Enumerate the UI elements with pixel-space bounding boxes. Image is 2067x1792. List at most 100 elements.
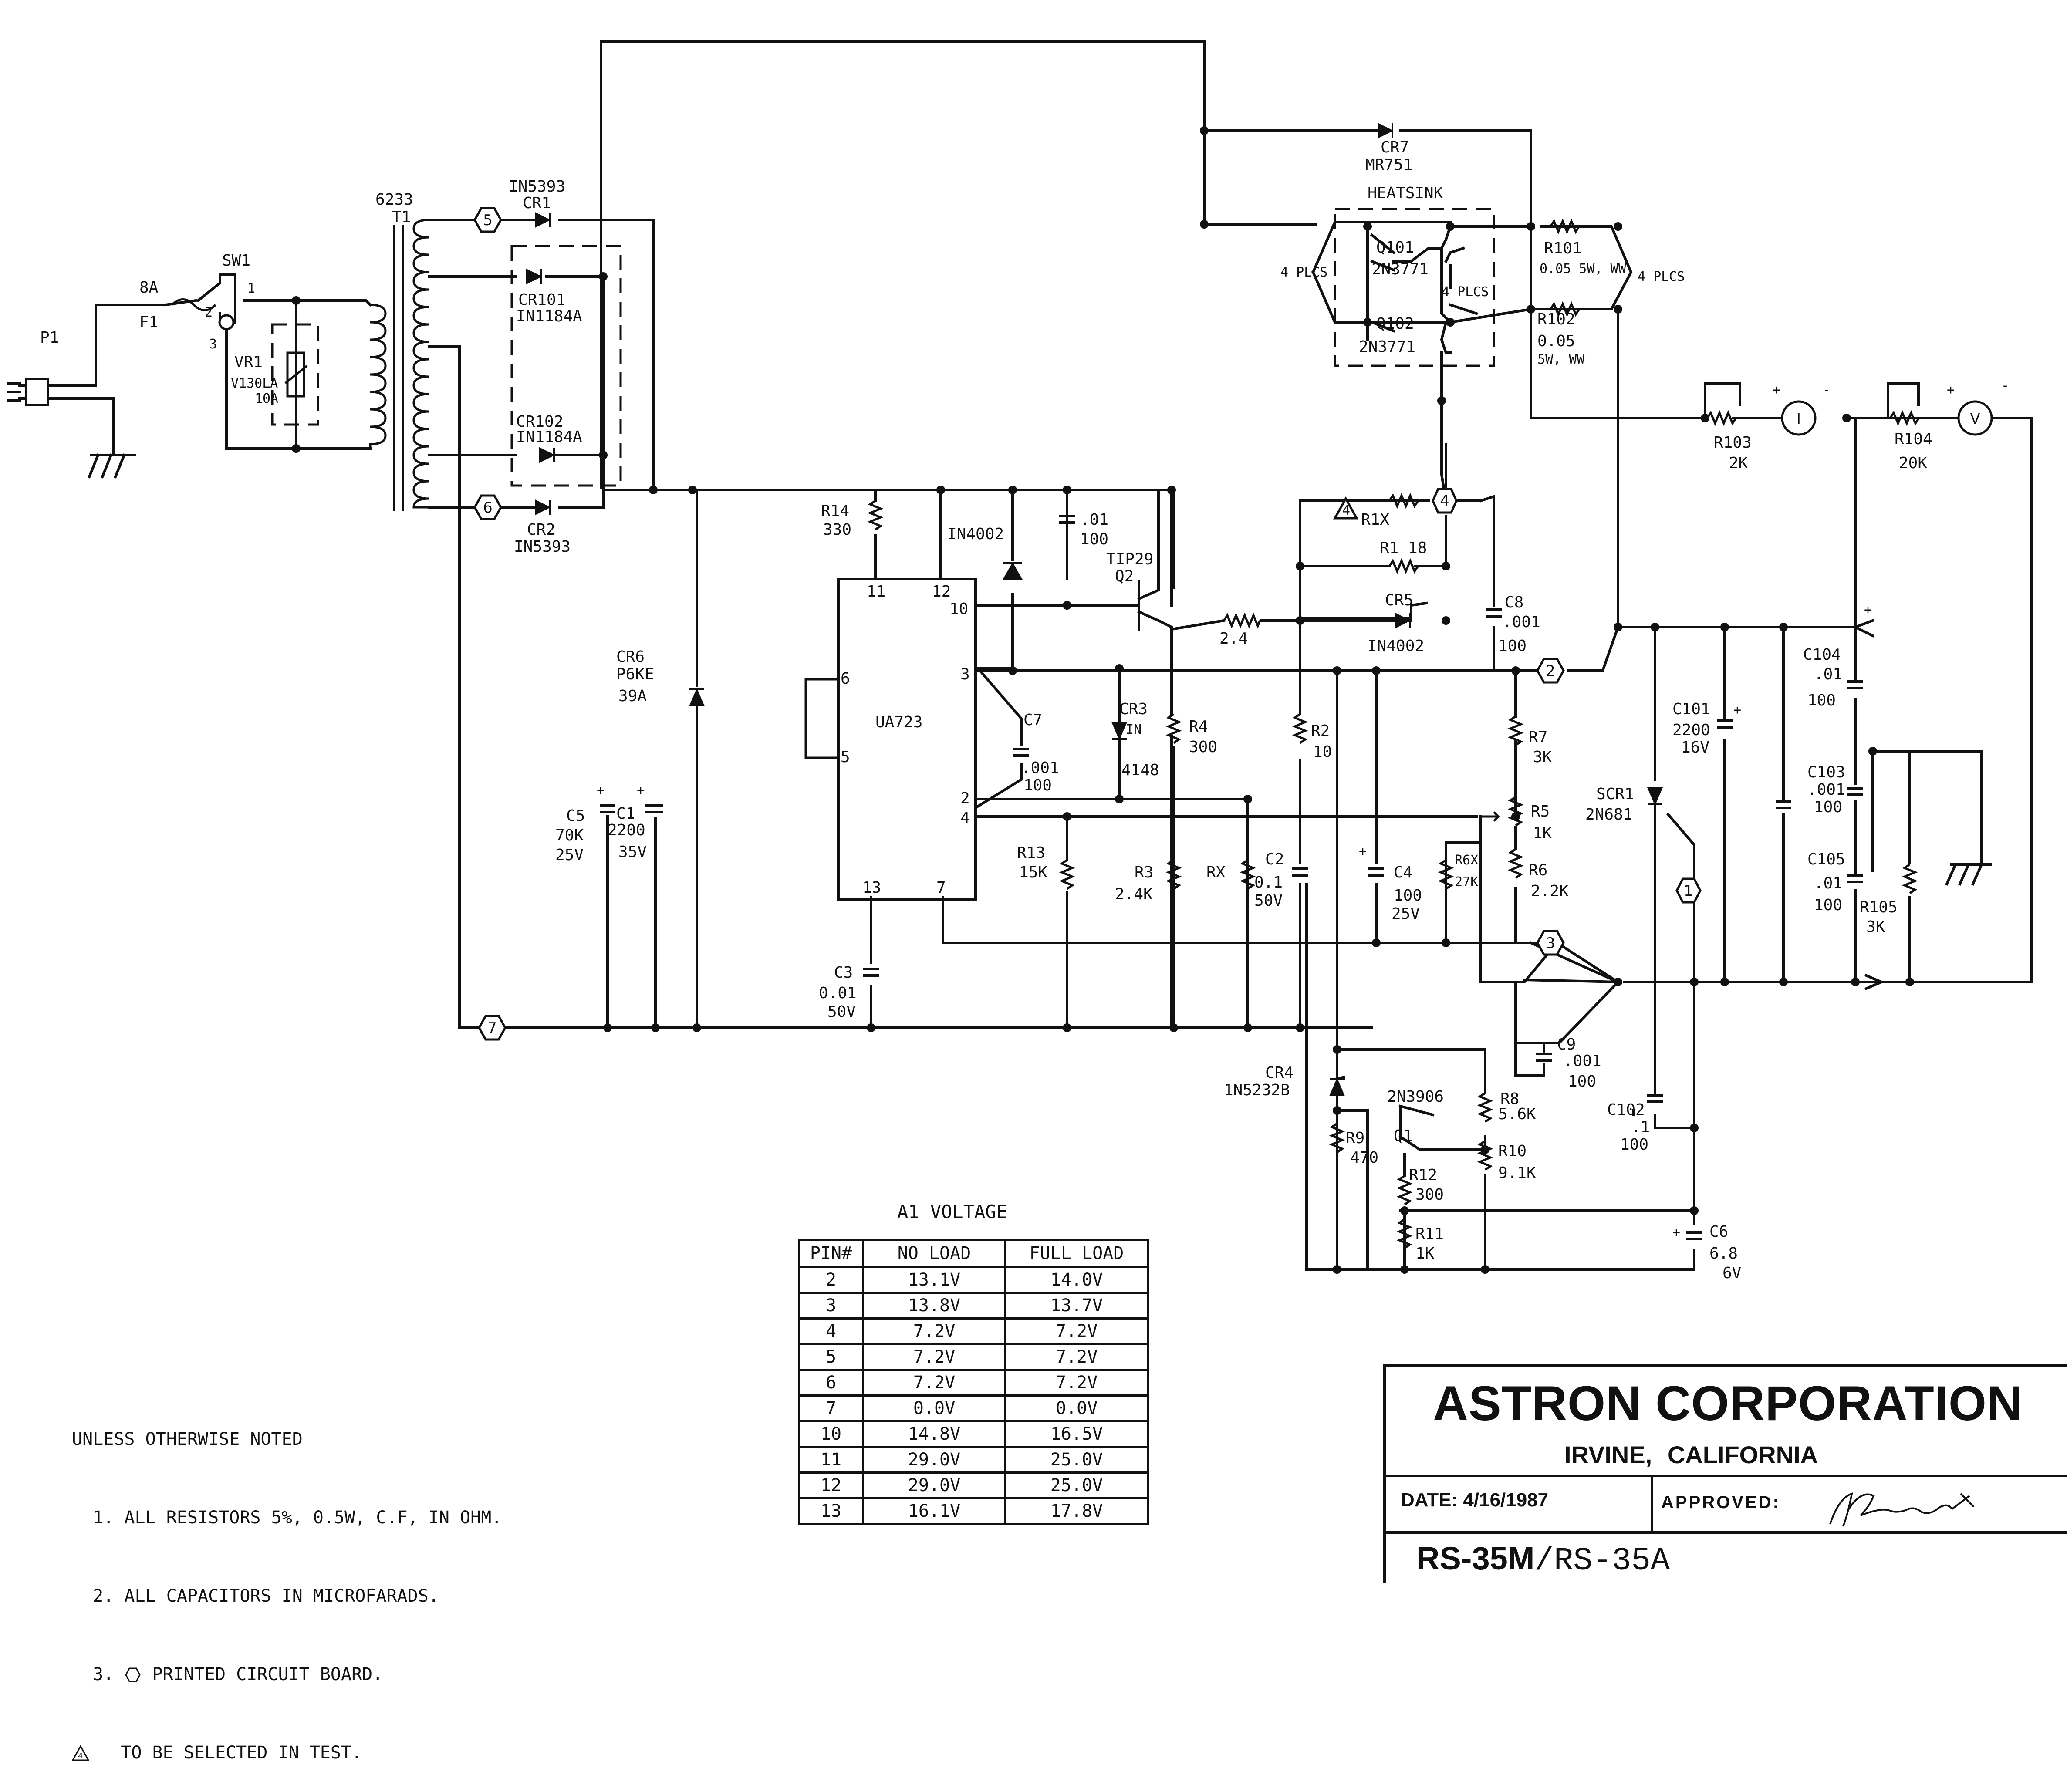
model-primary: RS-35M [1416, 1540, 1535, 1576]
company-name: ASTRON CORPORATION [1433, 1376, 2023, 1431]
r8-value: 5.6K [1498, 1105, 1536, 1123]
r10-label: R10 [1498, 1142, 1527, 1160]
r9-label: R9 [1346, 1129, 1364, 1147]
vr1-part: V130LA [231, 376, 278, 391]
scr1-symbol [1647, 787, 1663, 806]
state: CALIFORNIA [1667, 1441, 1818, 1468]
r10-symbol [1477, 1140, 1493, 1171]
pcb-nodes: 5 6 7 4 2 3 1 4 [473, 207, 1702, 1041]
c-extra-symbol [1776, 800, 1791, 809]
date-field: DATE: 4/16/1987 [1401, 1489, 1548, 1511]
c6-plus: + [1672, 1225, 1680, 1240]
c5-value: 70K [555, 827, 584, 844]
cr101-symbol [526, 268, 542, 285]
header-full-load: FULL LOAD [1004, 1239, 1149, 1268]
note-3: 3. PRINTED CIRCUIT BOARD. [72, 1661, 502, 1687]
note-3-number: 3. [93, 1664, 114, 1684]
q1-label: Q1 [1394, 1127, 1412, 1145]
r105-label: R105 [1860, 898, 1898, 916]
pin-cell: 4 [798, 1317, 864, 1345]
node-4-label: 4 [1440, 493, 1449, 510]
cr7-symbol [1378, 122, 1394, 139]
approval-signature [1829, 1492, 1975, 1527]
full-load-cell: 25.0V [1004, 1471, 1149, 1499]
r4-symbol [1165, 713, 1182, 744]
r11-symbol [1396, 1218, 1413, 1249]
r3-symbol [1165, 859, 1182, 890]
t1-part: 6233 [375, 191, 413, 209]
note-3-text: PRINTED CIRCUIT BOARD. [152, 1664, 383, 1684]
c103-voltage: 100 [1814, 798, 1842, 816]
r3-label: R3 [1135, 864, 1153, 881]
r6-label: R6 [1529, 861, 1547, 879]
vr1-label: VR1 [234, 353, 263, 371]
full-load-cell: 14.0V [1004, 1266, 1149, 1294]
c102-symbol [1647, 1094, 1663, 1103]
notes-header: UNLESS OTHERWISE NOTED [72, 1429, 303, 1449]
c105-value: .01 [1814, 874, 1842, 892]
c5-symbol [600, 804, 615, 813]
junction-dots [292, 126, 1914, 1274]
in4002-symbol [1002, 562, 1023, 580]
node-4 [1432, 488, 1458, 514]
r104-value: 20K [1899, 454, 1927, 472]
r7-label: R7 [1529, 729, 1547, 746]
cr4-symbol [1329, 1076, 1345, 1096]
r14-symbol [867, 499, 884, 531]
rx-label: RX [1206, 864, 1226, 881]
c103-label: C103 [1807, 763, 1845, 781]
pin-cell: 3 [798, 1292, 864, 1320]
c2-label: C2 [1265, 850, 1284, 868]
hexagon-node-icon [125, 1667, 141, 1682]
c1-plus: + [637, 783, 645, 798]
cr5-symbol [1395, 612, 1411, 629]
r6-symbol [1507, 848, 1524, 879]
cr5-label: CR5 [1385, 591, 1413, 609]
c3-value: 0.01 [819, 984, 857, 1002]
note-1: 1. ALL RESISTORS 5%, 0.5W, C.F, IN OHM. [72, 1505, 502, 1531]
c4-label: C4 [1394, 864, 1412, 881]
r4-value: 300 [1189, 738, 1217, 756]
no-load-cell: 16.1V [862, 1497, 1006, 1525]
no-load-cell: 29.0V [862, 1471, 1006, 1499]
r-2-4-symbol [1223, 612, 1261, 629]
cr1-symbol [535, 212, 551, 228]
c-01-symbol [1059, 515, 1075, 524]
u1-pin5: 5 [841, 748, 850, 766]
r9-symbol [1329, 1122, 1345, 1154]
note-2-text: 2. ALL CAPACITORS IN MICROFARADS. [93, 1586, 439, 1606]
cr1-part: IN5393 [509, 178, 565, 196]
c101-symbol [1717, 719, 1733, 729]
r11-value: 1K [1415, 1245, 1435, 1262]
r14-value: 330 [823, 521, 851, 539]
node-2-label: 2 [1546, 662, 1555, 680]
r6x-symbol [1438, 859, 1454, 890]
c4-voltage: 25V [1392, 905, 1420, 923]
cr3-label: CR3 [1119, 700, 1148, 718]
c101-voltage: 16V [1681, 739, 1709, 756]
no-load-cell: 13.1V [862, 1266, 1006, 1294]
general-notes: UNLESS OTHERWISE NOTED 1. ALL RESISTORS … [72, 1374, 502, 1792]
ammeter-icon [1781, 400, 1817, 436]
c7-symbol [1013, 748, 1029, 757]
r5-label: R5 [1531, 803, 1550, 820]
full-load-cell: 13.7V [1004, 1292, 1149, 1320]
cr102-label: CR102 [516, 413, 563, 431]
c101-label: C101 [1672, 700, 1710, 718]
model-secondary: /RS-35A [1534, 1543, 1670, 1579]
cr3-part-a: IN [1126, 722, 1142, 737]
u1-pin12: 12 [932, 583, 951, 601]
cr2-label: CR2 [527, 521, 555, 539]
r14-label: R14 [821, 502, 849, 520]
u1-pin10: 10 [949, 600, 968, 618]
sw1-pin2: 2 [205, 305, 213, 320]
c104-symbol [1847, 680, 1863, 689]
table-header-row: PIN# NO LOAD FULL LOAD [798, 1239, 1149, 1268]
r105-symbol [1902, 863, 1918, 894]
